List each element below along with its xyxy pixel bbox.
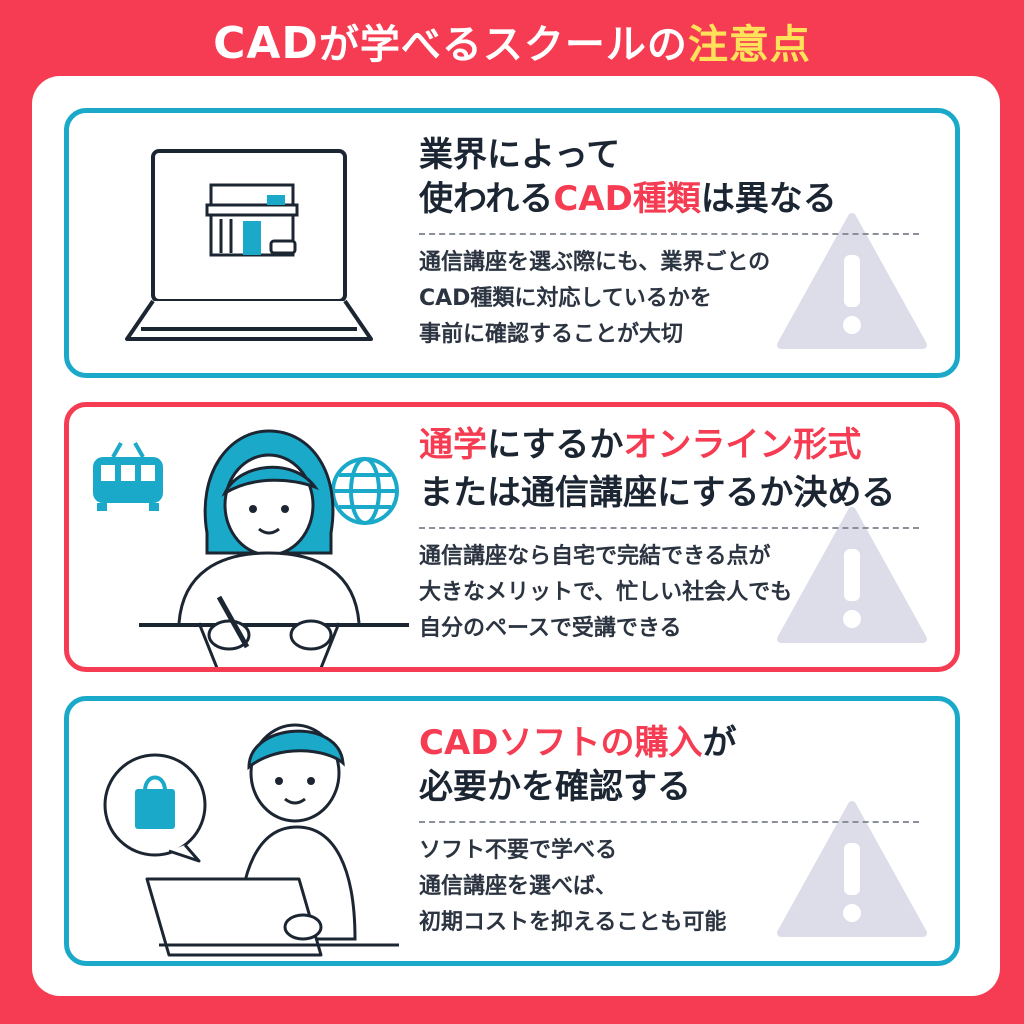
card1-heading-line2: 使われるCAD種類は異なる <box>419 179 837 219</box>
card1-body-line3: 事前に確認することが大切 <box>419 322 684 347</box>
train-icon <box>93 442 163 511</box>
card2-body-line1: 通信講座なら自宅で完結できる点が <box>419 544 771 569</box>
warning-icon <box>777 801 927 937</box>
title-highlight: 注意点 <box>687 22 811 68</box>
card3-body-line3: 初期コストを抑えることも可能 <box>419 910 727 935</box>
card2-body-line3: 自分のペースで受講できる <box>419 616 682 641</box>
title-middle: が学べるスクールの <box>318 22 688 68</box>
card1-body-line1: 通信講座を選ぶ際にも、業界ごとの <box>419 250 771 275</box>
card3-heading-line1: CADソフトの購入が <box>419 723 737 763</box>
card2-heading-line1: 通学にするかオンライン形式 <box>419 425 862 465</box>
card-study-format: 通学にするかオンライン形式 または通信講座にするか決める 通信講座なら自宅で完結… <box>64 402 960 672</box>
shopping-bag-icon <box>103 753 207 863</box>
title-cad: CAD <box>213 18 319 69</box>
card1-heading-line1: 業界によって <box>419 135 621 175</box>
warning-icon <box>777 213 927 349</box>
man-laptop-icon <box>103 723 399 957</box>
card-cad-types: 業界によって 使われるCAD種類は異なる 通信講座を選ぶ際にも、業界ごとの CA… <box>64 108 960 378</box>
card-software-purchase: CADソフトの購入が 必要かを確認する ソフト不要で学べる 通信講座を選べば、 … <box>64 696 960 966</box>
card3-body-line2: 通信講座を選べば、 <box>419 874 618 899</box>
laptop-house-icon <box>125 149 373 341</box>
card3-heading-line2: 必要かを確認する <box>419 767 691 807</box>
card3-body-line1: ソフト不要で学べる <box>419 838 618 863</box>
woman-writing-icon <box>93 429 409 667</box>
page-title: CADが学べるスクールの注意点 <box>0 12 1024 70</box>
card3-divider <box>419 821 919 823</box>
card2-divider <box>419 527 919 529</box>
warning-icon <box>777 507 927 643</box>
globe-icon <box>331 457 399 525</box>
card1-divider <box>419 233 919 235</box>
card1-body-line2: CAD種類に対応しているかを <box>419 286 712 311</box>
card2-heading-line2: または通信講座にするか決める <box>419 473 896 513</box>
card2-body-line2: 大きなメリットで、忙しい社会人でも <box>419 580 793 605</box>
